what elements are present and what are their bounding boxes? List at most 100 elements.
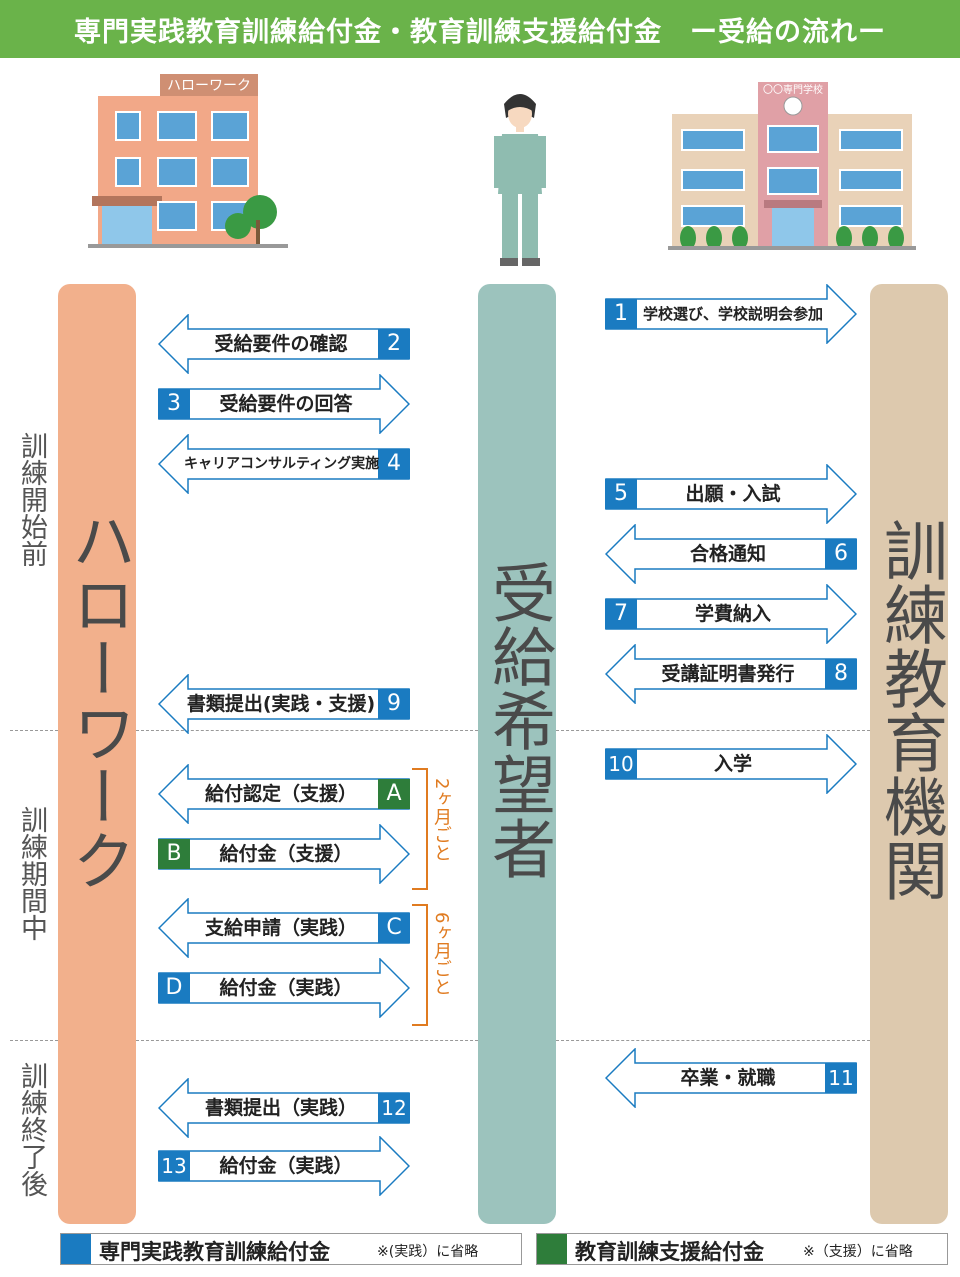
step-label-6: 合格通知 [689, 543, 766, 565]
arrow-shape [158, 314, 410, 374]
arrow-shape [158, 1078, 410, 1138]
applicant-column [478, 284, 556, 1224]
step-arrow-3: 3 受給要件の回答 [158, 374, 410, 434]
step-arrow-13: 13 給付金（実践） [158, 1136, 410, 1196]
step-arrow-A: A 給付認定（支援） [158, 764, 410, 824]
legend-label-support: 教育訓練支援給付金 [575, 1240, 764, 1264]
hellowork-column [58, 284, 136, 1224]
arrow-shape [605, 734, 857, 794]
step-arrow-6: 6 合格通知 [605, 524, 857, 584]
applicant-column-label: 受給希望者 [481, 560, 555, 880]
step-label-4: キャリアコンサルティング実施 [184, 456, 380, 472]
step-label-11: 卒業・就職 [680, 1067, 776, 1089]
phase-divider [136, 1040, 478, 1041]
page-title: 専門実践教育訓練給付金・教育訓練支援給付金 ー受給の流れー [0, 0, 960, 58]
arrow-shape [605, 524, 857, 584]
step-label-8: 受講証明書発行 [661, 663, 795, 685]
hellowork-sign: ハローワーク [167, 78, 251, 94]
legend-note-practical: ※(実践）に省略 [377, 1244, 479, 1260]
step-arrow-D: D 給付金（実践） [158, 958, 410, 1018]
step-label-1: 学校選び、学校説明会参加 [642, 305, 823, 323]
phase-divider [10, 1040, 58, 1041]
step-number-B: B [158, 839, 190, 869]
arrow-shape [158, 764, 410, 824]
school-building-illustration [668, 74, 916, 252]
step-label-2: 受給要件の確認 [214, 333, 348, 355]
arrow-shape [158, 1136, 410, 1196]
step-arrow-11: 11 卒業・就職 [605, 1048, 857, 1108]
step-number-8: 8 [825, 659, 857, 689]
step-label-A: 給付認定（支援） [204, 783, 357, 805]
step-number-5: 5 [605, 479, 637, 509]
arrow-shape [158, 898, 410, 958]
legend-label-practical: 専門実践教育訓練給付金 [99, 1240, 330, 1264]
arrow-shape [158, 434, 410, 494]
school-sign: 〇〇専門学校 [763, 85, 823, 96]
phase-label-during: 訓練期間中 [16, 806, 47, 941]
step-number-2: 2 [378, 329, 410, 359]
arrow-shape [605, 584, 857, 644]
school-column [870, 284, 948, 1224]
arrow-shape [158, 958, 410, 1018]
step-label-C: 支給申請（実践） [204, 917, 357, 939]
step-label-9: 書類提出(実践・支援) [186, 693, 376, 715]
step-arrow-12: 12 書類提出（実践） [158, 1078, 410, 1138]
step-number-4: 4 [378, 449, 410, 479]
step-number-10: 10 [605, 749, 637, 779]
step-label-13: 給付金（実践） [219, 1155, 353, 1177]
step-arrow-1: 1 学校選び、学校説明会参加 [605, 284, 857, 344]
step-number-1: 1 [605, 299, 637, 329]
legend-swatch-blue [61, 1234, 91, 1264]
phase-divider [556, 1040, 870, 1041]
step-label-12: 書類提出（実践） [204, 1097, 357, 1119]
step-arrow-C: C 支給申請（実践） [158, 898, 410, 958]
phase-label-before: 訓練開始前 [16, 432, 47, 567]
arrow-shape [605, 464, 857, 524]
step-label-3: 受給要件の回答 [219, 393, 353, 415]
period-label-6months: 6ヶ月ごと [431, 912, 452, 996]
period-bracket-6months [412, 904, 428, 1026]
phase-divider [10, 730, 58, 731]
step-label-10: 入学 [713, 753, 752, 775]
phase-label-after: 訓練終了後 [16, 1062, 47, 1197]
legend-support: 教育訓練支援給付金 ※（支援）に省略 [536, 1233, 948, 1265]
step-arrow-5: 5 出願・入試 [605, 464, 857, 524]
arrow-shape [158, 674, 410, 734]
arrow-shape [605, 1048, 857, 1108]
step-arrow-2: 2 受給要件の確認 [158, 314, 410, 374]
step-number-6: 6 [825, 539, 857, 569]
step-label-7: 学費納入 [694, 603, 771, 625]
step-label-5: 出願・入試 [685, 483, 781, 505]
legend-note-support: ※（支援）に省略 [803, 1244, 913, 1260]
applicant-illustration [490, 84, 550, 270]
step-label-B: 給付金（支援） [219, 843, 353, 865]
step-number-C: C [378, 913, 410, 943]
legend-swatch-green [537, 1234, 567, 1264]
step-number-A: A [378, 779, 410, 809]
step-number-11: 11 [825, 1063, 857, 1093]
step-label-D: 給付金（実践） [219, 977, 353, 999]
arrow-shape [605, 644, 857, 704]
phase-divider [136, 730, 478, 731]
step-number-D: D [158, 973, 190, 1003]
arrow-shape [158, 824, 410, 884]
step-arrow-B: B 給付金（支援） [158, 824, 410, 884]
phase-divider [556, 730, 870, 731]
arrow-shape [605, 284, 857, 344]
step-number-13: 13 [158, 1151, 190, 1181]
period-label-2months: 2ヶ月ごと [431, 778, 452, 862]
school-column-label: 訓練教育機関 [873, 518, 947, 902]
step-arrow-10: 10 入学 [605, 734, 857, 794]
step-number-7: 7 [605, 599, 637, 629]
hellowork-column-label: ハローワーク [61, 508, 135, 892]
step-number-3: 3 [158, 389, 190, 419]
period-bracket-2months [412, 768, 428, 890]
step-number-9: 9 [378, 689, 410, 719]
hellowork-building-illustration [88, 70, 288, 250]
arrow-shape [158, 374, 410, 434]
step-number-12: 12 [378, 1093, 410, 1123]
step-arrow-8: 8 受講証明書発行 [605, 644, 857, 704]
step-arrow-7: 7 学費納入 [605, 584, 857, 644]
